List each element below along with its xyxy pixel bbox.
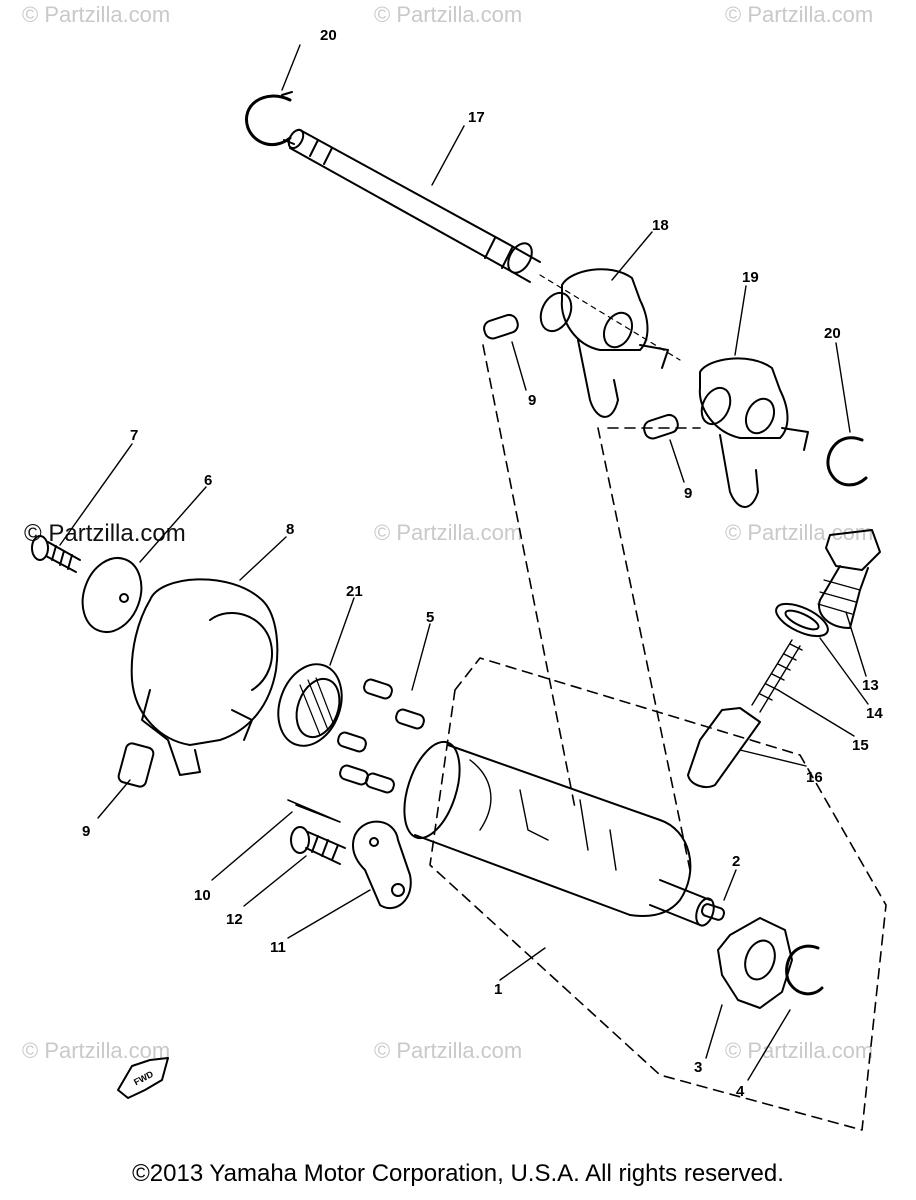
dowel-pin xyxy=(117,742,155,788)
callout-18: 18 xyxy=(652,217,669,234)
dowel-pin xyxy=(643,413,679,440)
callout-11: 11 xyxy=(270,939,286,956)
shift-fork-19 xyxy=(698,357,809,508)
fwd-arrow-icon xyxy=(117,1057,169,1099)
screw xyxy=(31,535,81,573)
fwd-label: FWD xyxy=(132,1069,155,1088)
callout-20: 20 xyxy=(320,27,337,44)
spring xyxy=(751,639,803,713)
callout-14: 14 xyxy=(866,705,883,722)
callout-9: 9 xyxy=(82,823,90,840)
bearing-housing xyxy=(130,578,279,776)
shift-fork-18 xyxy=(539,268,669,418)
cotter-pin xyxy=(287,799,341,823)
needle-bearing xyxy=(277,663,343,747)
callout-20: 20 xyxy=(824,325,841,342)
circlip xyxy=(785,944,824,996)
leader-lines xyxy=(59,44,869,1081)
circlip xyxy=(245,91,295,147)
callout-1: 1 xyxy=(494,981,502,998)
plate-washer xyxy=(81,557,143,633)
callout-4: 4 xyxy=(736,1083,745,1100)
callout-16: 16 xyxy=(806,769,823,786)
callout-9: 9 xyxy=(528,392,536,409)
plug-bolt xyxy=(817,529,881,629)
callout-12: 12 xyxy=(226,911,243,928)
callout-6: 6 xyxy=(204,472,212,489)
watermark: © Partzilla.com xyxy=(374,1038,523,1063)
callout-8: 8 xyxy=(286,521,294,538)
shift-fork-shaft xyxy=(287,128,681,361)
watermark: © Partzilla.com xyxy=(725,1038,874,1063)
callout-21: 21 xyxy=(346,583,363,600)
washer xyxy=(775,602,829,638)
shift-drum xyxy=(403,740,715,927)
watermark: © Partzilla.com xyxy=(374,2,523,27)
callout-15: 15 xyxy=(852,737,869,754)
circlip xyxy=(826,436,868,487)
stopper-plate xyxy=(352,820,412,910)
watermark: © Partzilla.com xyxy=(24,520,186,547)
bolt xyxy=(290,826,346,865)
watermark: © Partzilla.com xyxy=(22,2,171,27)
callout-17: 17 xyxy=(468,109,485,126)
watermark: © Partzilla.com xyxy=(22,1038,171,1063)
callout-2: 2 xyxy=(732,853,740,870)
small-pin xyxy=(700,903,726,921)
watermark: © Partzilla.com xyxy=(725,2,874,27)
copyright-notice: ©2013 Yamaha Motor Corporation, U.S.A. A… xyxy=(132,1160,784,1187)
callout-10: 10 xyxy=(194,887,211,904)
assembly-outline xyxy=(429,344,887,1131)
callout-3: 3 xyxy=(694,1059,702,1076)
dowel-pin xyxy=(483,313,519,340)
pin xyxy=(337,678,425,794)
callout-13: 13 xyxy=(862,677,879,694)
watermark: © Partzilla.com xyxy=(374,520,523,545)
callout-19: 19 xyxy=(742,269,759,286)
callout-labels: 20 17 18 19 20 9 9 7 6 8 21 5 9 10 12 11… xyxy=(82,27,883,1100)
callout-5: 5 xyxy=(426,609,434,626)
callout-9: 9 xyxy=(684,485,692,502)
plunger xyxy=(687,707,761,788)
callout-7: 7 xyxy=(130,427,138,444)
star-cam xyxy=(717,917,793,1009)
